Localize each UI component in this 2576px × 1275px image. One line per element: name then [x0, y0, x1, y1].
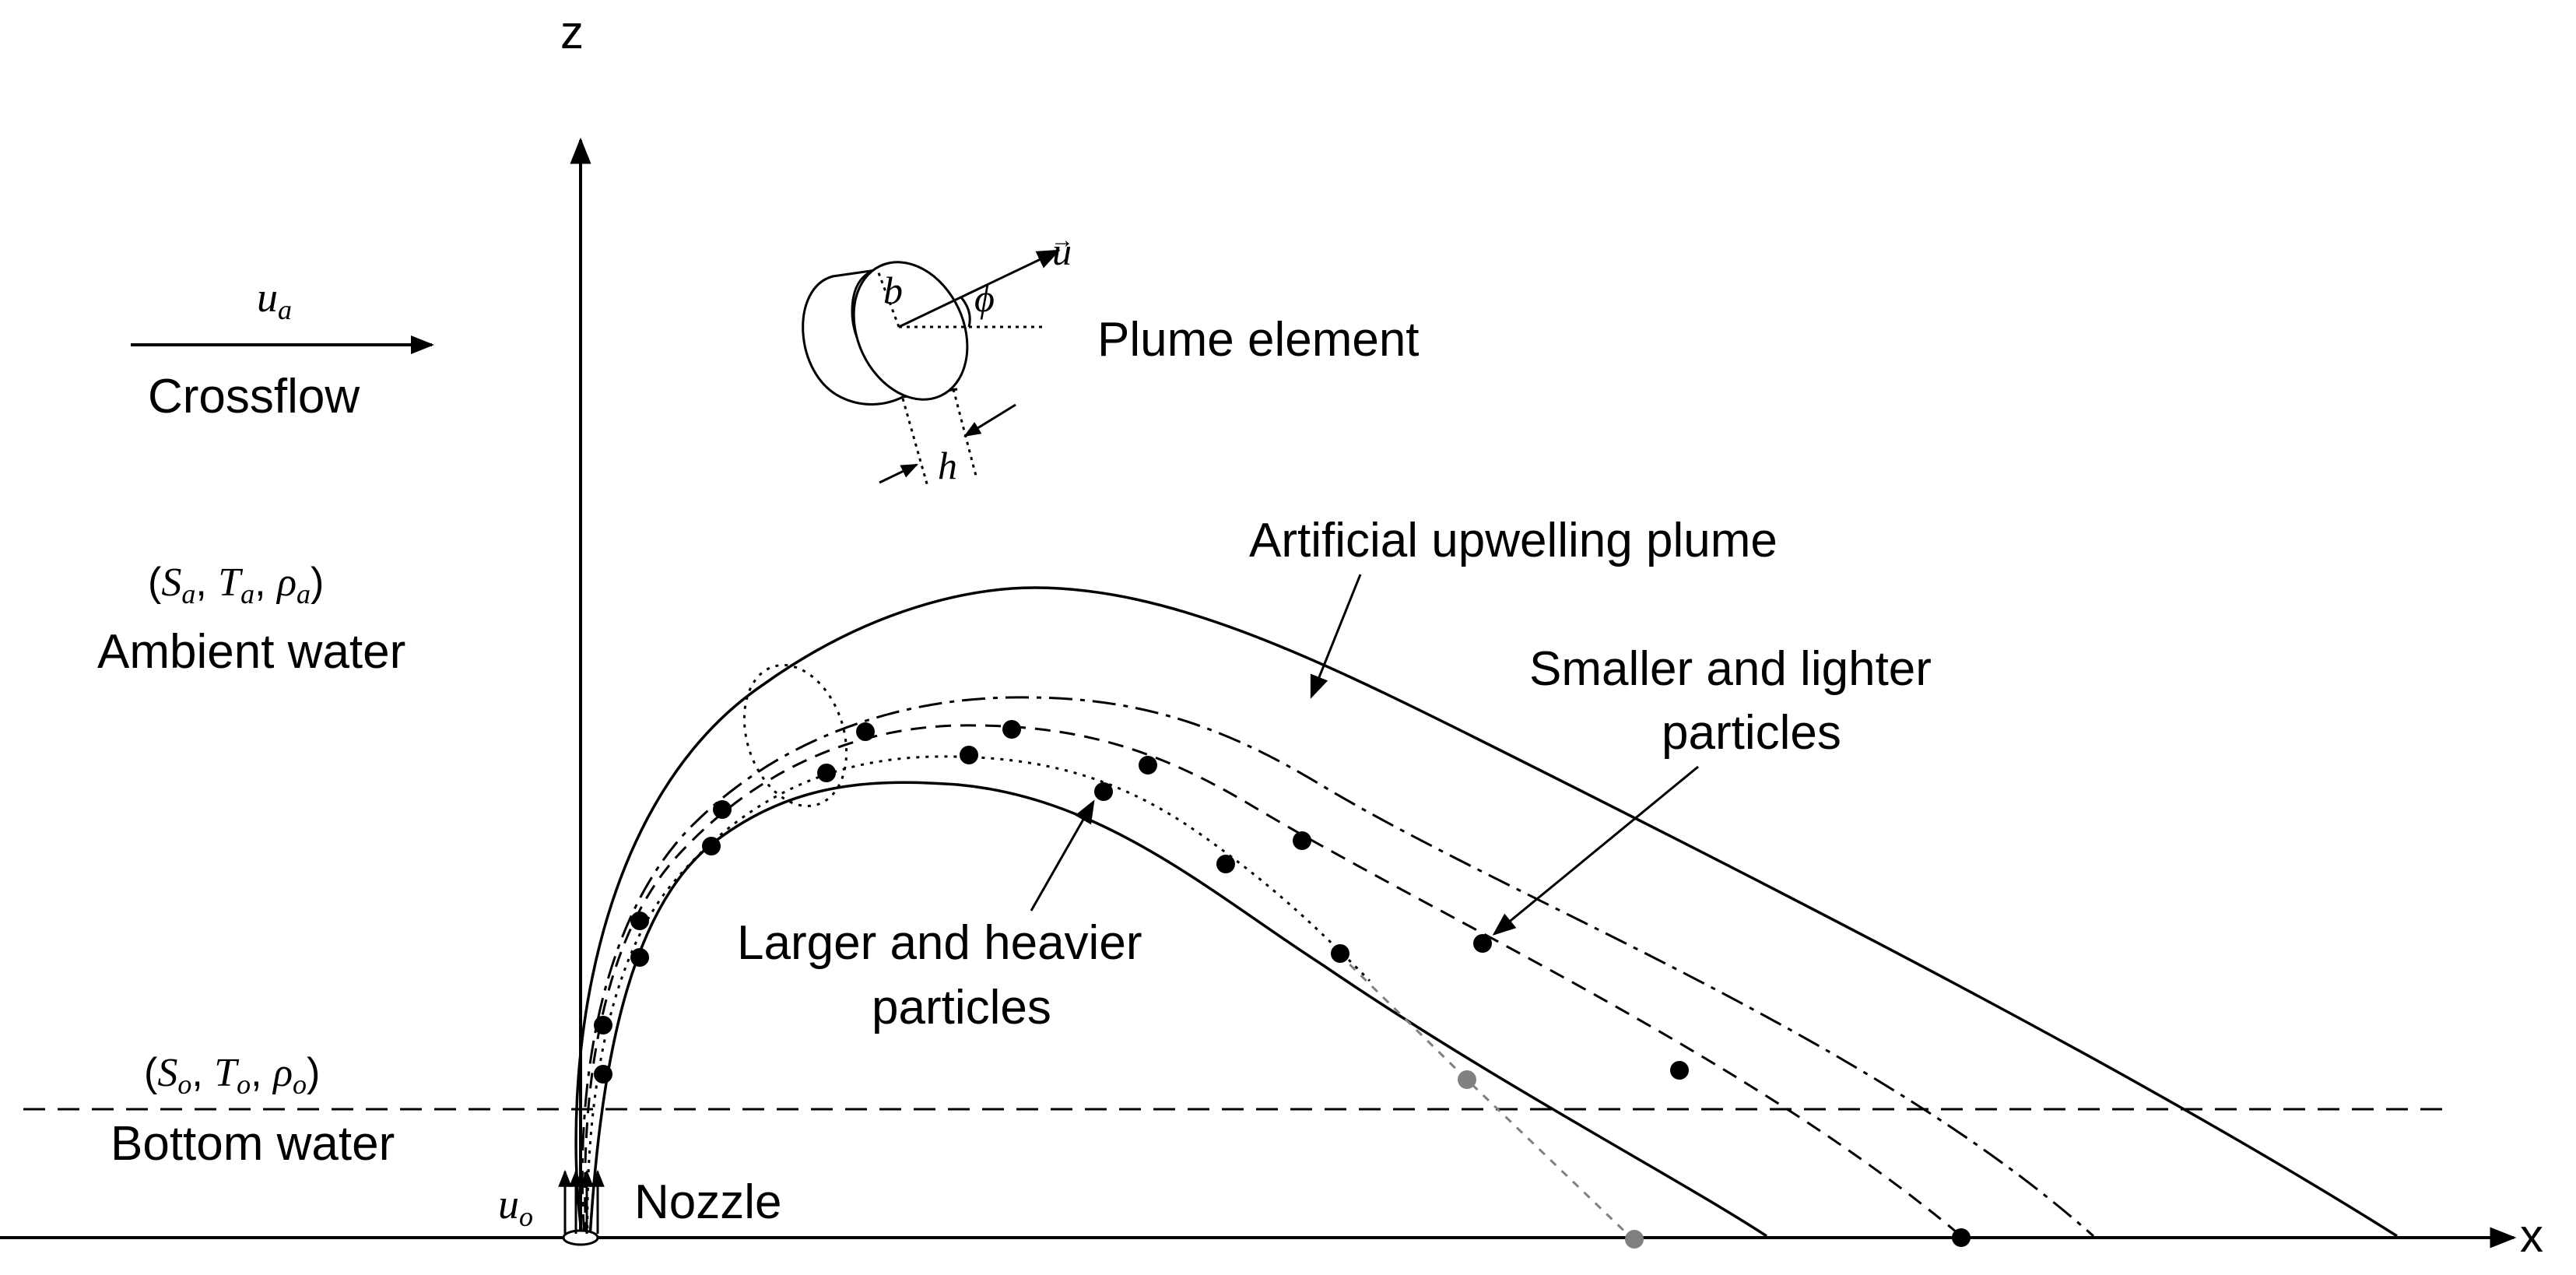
plume-pointer: [1310, 574, 1362, 699]
particle-dot: [1473, 934, 1492, 953]
particles: [594, 720, 1971, 1249]
particle-dot: [1952, 1228, 1971, 1247]
particle-dot: [817, 764, 836, 782]
thickness-arrow: [879, 463, 918, 484]
particle-dot: [1002, 720, 1021, 739]
particle-dot-grey: [1458, 1070, 1476, 1089]
trajectory-dotted: [586, 755, 1371, 1238]
x-axis-label: x: [2520, 1210, 2543, 1262]
thickness-arrow: [963, 403, 1016, 437]
particle-dot: [594, 1016, 612, 1034]
nozzle: [558, 1169, 605, 1246]
particle-dot: [1293, 831, 1311, 850]
velocity-symbol: u: [1052, 230, 1072, 273]
plume-element-label: Plume element: [1097, 313, 1420, 367]
particle-dot: [630, 911, 649, 930]
thickness-symbol: h: [938, 444, 957, 487]
smaller-particles-label-line1: Smaller and lighter: [1529, 642, 1932, 696]
particle-dot: [1331, 944, 1349, 963]
larger-particles-pointer: [1030, 799, 1095, 911]
thickness-guide: [901, 398, 929, 487]
smaller-particles-label-line2: particles: [1662, 706, 1841, 760]
plume-cross-section: [742, 664, 848, 807]
particle-dot: [702, 837, 721, 855]
crossflow-label: Crossflow: [148, 370, 360, 423]
velocity-vector: [898, 249, 1061, 328]
radius-symbol: b: [883, 269, 903, 312]
particle-dot: [856, 722, 875, 741]
ambient-label: Ambient water: [97, 625, 405, 679]
particle-dot: [630, 948, 649, 967]
nozzle-opening: [562, 1229, 599, 1246]
plume-inner-boundary: [588, 781, 1767, 1238]
z-axis-label: z: [560, 6, 584, 58]
radius-line: [876, 270, 900, 328]
nozzle-velocity: uo: [498, 1181, 533, 1232]
angle-symbol: ϕ: [974, 276, 995, 320]
nozzle-label: Nozzle: [634, 1175, 782, 1229]
angle-arc: [960, 297, 971, 328]
particle-dot: [1139, 756, 1157, 774]
plume-label: Artificial upwelling plume: [1249, 514, 1778, 567]
cylinder-face: [852, 261, 969, 401]
bottom-properties: (So, To, ρo): [144, 1050, 320, 1100]
particle-dot: [1216, 855, 1235, 873]
trajectory-dash-dot: [581, 696, 2094, 1238]
ambient-properties: (Sa, Ta, ρa): [148, 560, 324, 609]
particle-dot-grey: [1625, 1230, 1644, 1249]
particle-dot: [594, 1065, 612, 1084]
plume-outer-boundary: [574, 586, 2398, 1238]
particle-dot: [1094, 782, 1113, 801]
trajectory-grey: [1337, 952, 1634, 1241]
crossflow-velocity: ua: [257, 274, 292, 325]
plume-element-cylinder: [802, 249, 1061, 487]
bottom-label: Bottom water: [111, 1117, 395, 1171]
larger-particles-label-line1: Larger and heavier: [737, 916, 1142, 970]
smaller-particles-pointer: [1492, 765, 1699, 936]
particle-dot: [713, 800, 732, 819]
particle-dot: [960, 746, 978, 764]
velocity-vector-mark: →: [1051, 227, 1074, 253]
larger-particles-label-line2: particles: [872, 981, 1051, 1034]
particle-dot: [1670, 1061, 1689, 1080]
